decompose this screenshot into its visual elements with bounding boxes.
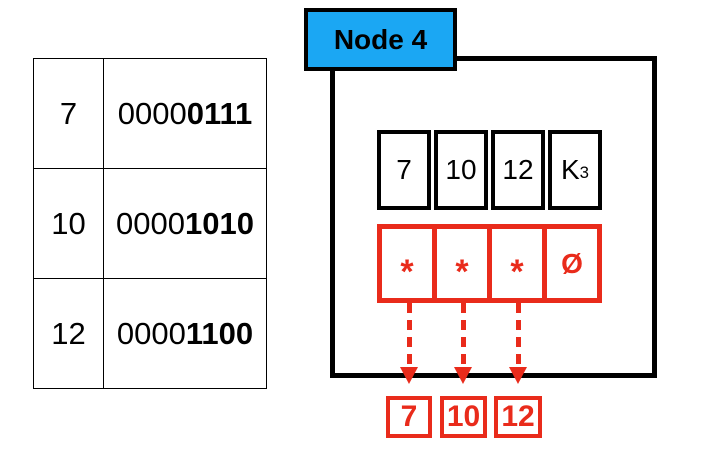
table-binary-value: 00000111 xyxy=(103,58,267,169)
node-key-cell: 7 xyxy=(377,130,431,210)
table-binary-value: 00001100 xyxy=(103,278,267,389)
binary-prefix: 0000 xyxy=(116,316,186,351)
pointer-cell: * xyxy=(437,229,492,298)
arrow-dashed-line xyxy=(515,303,521,367)
leaf-value-box: 10 xyxy=(440,396,487,438)
arrow-head-icon xyxy=(454,367,472,384)
table-key-value: 12 xyxy=(33,278,104,389)
pointer-arrow xyxy=(454,303,472,384)
table-key-value: 7 xyxy=(33,58,104,169)
node-key-cell: 12 xyxy=(491,130,545,210)
binary-suffix-highlight: 1100 xyxy=(185,316,254,351)
null-symbol: Ø xyxy=(561,247,583,279)
pointer-asterisk: * xyxy=(400,252,414,291)
pointer-cell: * xyxy=(492,229,547,298)
binary-table: 7 00000111 10 00001010 12 00001100 xyxy=(33,58,267,389)
key-label-subscript: 3 xyxy=(579,163,590,183)
key-label-base: K xyxy=(560,154,580,185)
leaf-value-box: 12 xyxy=(494,396,542,438)
null-pointer-cell: Ø xyxy=(547,229,597,298)
pointer-asterisk: * xyxy=(455,252,469,291)
pointer-cell: * xyxy=(382,229,437,298)
table-row: 10 00001010 xyxy=(33,168,267,279)
arrow-dashed-line xyxy=(460,303,466,367)
binary-suffix-highlight: 0111 xyxy=(186,96,253,131)
binary-prefix: 0000 xyxy=(116,206,185,241)
leaf-value-box: 7 xyxy=(386,396,432,438)
pointer-arrow xyxy=(509,303,527,384)
table-key-value: 10 xyxy=(33,168,104,279)
binary-suffix-highlight: 1010 xyxy=(185,206,254,241)
node-title: Node 4 xyxy=(304,8,457,71)
table-binary-value: 00001010 xyxy=(103,168,267,279)
pointer-asterisk: * xyxy=(510,252,524,291)
arrow-dashed-line xyxy=(406,303,412,367)
binary-prefix: 0000 xyxy=(117,96,187,131)
node-key-cell: 10 xyxy=(434,130,488,210)
arrow-head-icon xyxy=(509,367,527,384)
table-row: 7 00000111 xyxy=(33,58,267,169)
pointer-arrow xyxy=(400,303,418,384)
table-row: 12 00001100 xyxy=(33,278,267,389)
node-pointers-row: * * * Ø xyxy=(377,224,602,303)
arrow-head-icon xyxy=(400,367,418,384)
